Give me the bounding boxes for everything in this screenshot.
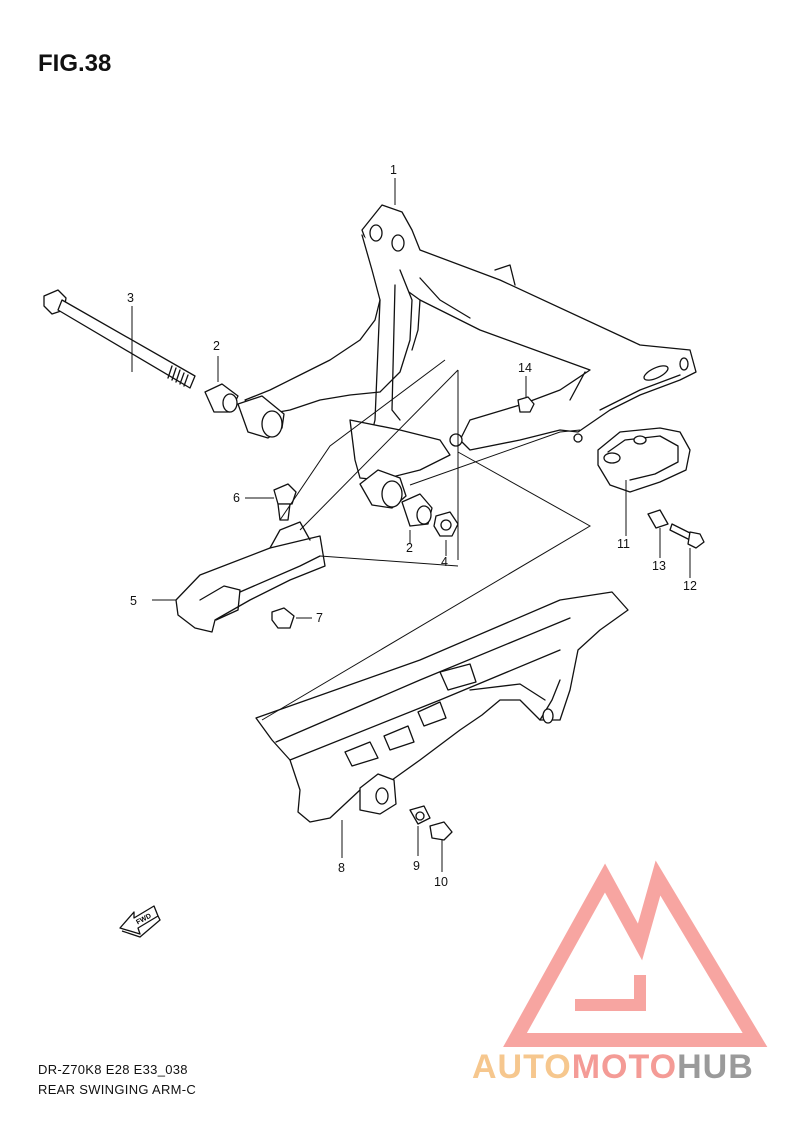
fwd-arrow-icon: FWD [119, 905, 161, 938]
callout-2: 2 [213, 339, 220, 353]
callout-numbers: 1 2 3 4 5 6 7 8 9 10 11 12 13 14 2 [127, 163, 697, 889]
pivot-bolt [43, 289, 196, 389]
footer-model-code: DR-Z70K8 E28 E33_038 [38, 1062, 188, 1077]
watermark-text: AUTOMOTOHUB [472, 1048, 754, 1087]
callout-2-lower: 2 [406, 541, 413, 555]
callout-14: 14 [518, 361, 532, 375]
chain-case [255, 591, 629, 823]
callout-6: 6 [233, 491, 240, 505]
callout-7: 7 [316, 611, 323, 625]
callout-8: 8 [338, 861, 345, 875]
reference-lines [261, 359, 592, 721]
slider-nut [271, 607, 295, 629]
swing-arm-frame [244, 204, 697, 481]
callout-leaders [131, 178, 691, 872]
callout-3: 3 [127, 291, 134, 305]
case-collar [409, 805, 431, 825]
figure-title: FIG.38 [38, 50, 112, 77]
chain-guide [573, 427, 691, 493]
small-nut [517, 396, 535, 413]
watermark-moto: MOTO [571, 1048, 678, 1086]
case-bolt [429, 821, 453, 841]
callout-5: 5 [130, 594, 137, 608]
bushing-upper [204, 383, 285, 439]
callout-4: 4 [441, 555, 448, 569]
callout-12: 12 [683, 579, 697, 593]
callout-10: 10 [434, 875, 448, 889]
footer-figure-name: REAR SWINGING ARM-C [38, 1082, 197, 1097]
watermark-auto: AUTO [472, 1048, 572, 1086]
bushing-lower [359, 469, 433, 527]
callout-9: 9 [413, 859, 420, 873]
guide-bolt [669, 523, 705, 549]
callout-13: 13 [652, 559, 666, 573]
footer-caption: DR-Z70K8 E28 E33_038 REAR SWINGING ARM-C [38, 1060, 196, 1100]
callout-11: 11 [617, 537, 630, 551]
pivot-nut [433, 511, 459, 537]
slider-bolt [273, 483, 297, 521]
callout-1: 1 [390, 163, 397, 177]
watermark-logo-icon [503, 860, 768, 1047]
watermark-hub: HUB [677, 1048, 754, 1086]
chain-slider [175, 521, 326, 633]
collar [647, 509, 669, 529]
